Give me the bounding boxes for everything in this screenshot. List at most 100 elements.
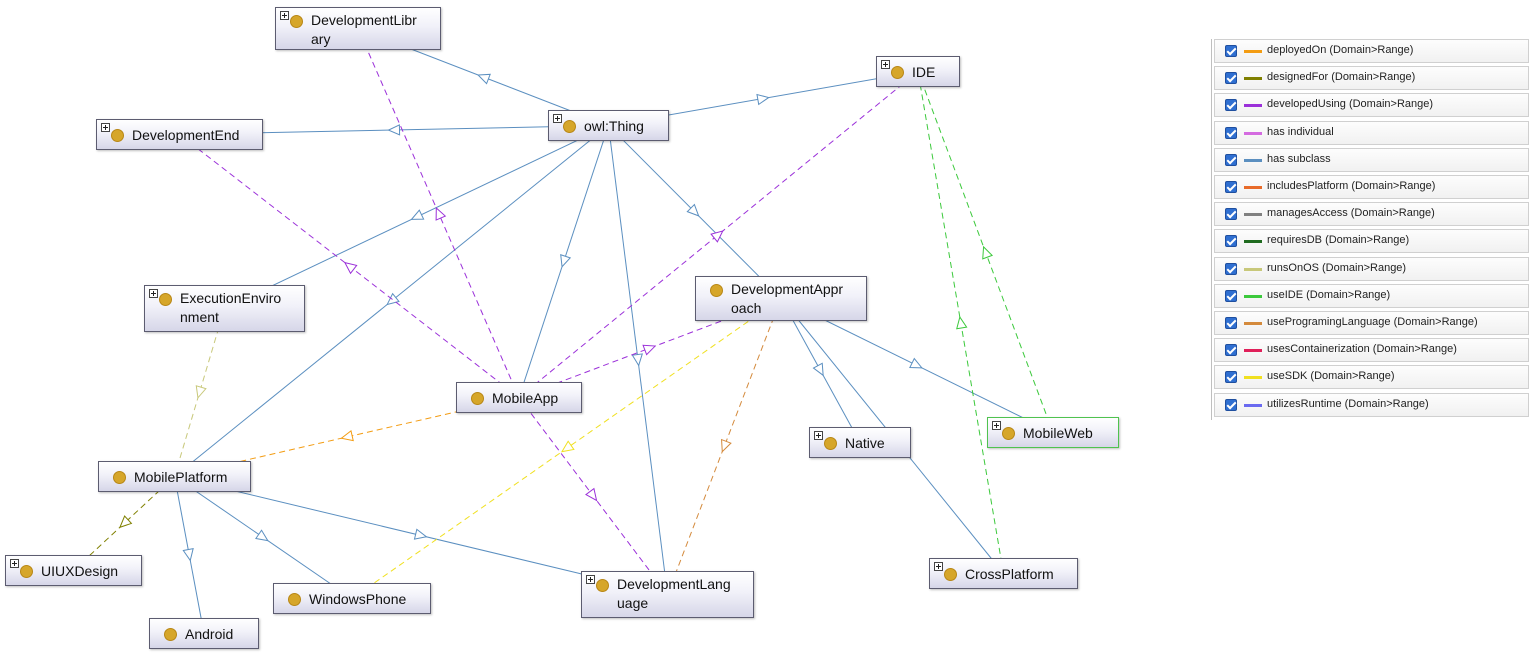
node-development-language[interactable]: DevelopmentLang uage xyxy=(581,571,754,618)
class-circle-icon xyxy=(111,129,124,142)
legend-label: useIDE (Domain>Range) xyxy=(1267,288,1391,301)
node-label: DevelopmentAppr oach xyxy=(731,281,844,316)
legend-row[interactable]: useSDK (Domain>Range) xyxy=(1214,365,1529,390)
node-label: Android xyxy=(185,626,234,642)
checkbox-checked-icon[interactable] xyxy=(1225,317,1237,329)
node-native[interactable]: Native xyxy=(809,427,911,458)
edge-arrowhead xyxy=(410,209,425,220)
edge-arrowhead xyxy=(195,385,207,399)
legend-row[interactable]: deployedOn (Domain>Range) xyxy=(1214,39,1529,63)
node-label: IDE xyxy=(912,64,936,80)
node-ide[interactable]: IDE xyxy=(876,56,960,87)
legend-row[interactable]: requiresDB (Domain>Range) xyxy=(1214,229,1529,254)
legend-label: has subclass xyxy=(1267,152,1331,165)
checkbox-checked-icon[interactable] xyxy=(1225,398,1237,411)
class-circle-icon xyxy=(159,293,172,306)
node-label: CrossPlatform xyxy=(965,566,1054,582)
class-circle-icon xyxy=(290,15,303,28)
edge-arrowhead xyxy=(343,261,358,275)
legend-row[interactable]: has subclass xyxy=(1214,147,1529,172)
checkbox-checked-icon[interactable] xyxy=(1225,45,1237,57)
class-circle-icon xyxy=(891,66,904,79)
legend-row[interactable]: managesAccess (Domain>Range) xyxy=(1214,202,1529,227)
edge-arrowhead xyxy=(642,344,657,356)
expand-icon[interactable] xyxy=(101,123,110,132)
checkbox-checked-icon[interactable] xyxy=(1225,126,1237,139)
legend-row[interactable]: includesPlatform (Domain>Range) xyxy=(1214,175,1529,199)
class-circle-icon xyxy=(944,568,957,581)
expand-icon[interactable] xyxy=(814,431,823,440)
node-windows-phone[interactable]: WindowsPhone xyxy=(273,583,431,614)
line-swatch xyxy=(1244,213,1262,217)
legend-label: usesContainerization (Domain>Range) xyxy=(1267,343,1457,356)
edge-arrowhead xyxy=(956,315,968,330)
node-label: MobileWeb xyxy=(1023,425,1093,441)
checkbox-checked-icon[interactable] xyxy=(1225,208,1237,221)
checkbox-checked-icon[interactable] xyxy=(1225,99,1237,112)
expand-icon[interactable] xyxy=(586,575,595,584)
expand-icon[interactable] xyxy=(934,562,943,571)
line-swatch xyxy=(1244,403,1262,407)
checkbox-checked-icon[interactable] xyxy=(1225,289,1237,302)
expand-icon[interactable] xyxy=(881,60,890,69)
checkbox-checked-icon[interactable] xyxy=(1225,262,1237,275)
legend-row[interactable]: usesContainerization (Domain>Range) xyxy=(1214,338,1529,363)
node-label: WindowsPhone xyxy=(309,591,407,607)
legend-row[interactable]: useIDE (Domain>Range) xyxy=(1214,283,1529,308)
node-uiux-design[interactable]: UIUXDesign xyxy=(5,555,142,586)
legend-label: deployedOn (Domain>Range) xyxy=(1267,44,1414,56)
checkbox-checked-icon[interactable] xyxy=(1225,371,1237,384)
node-development-library[interactable]: DevelopmentLibr ary xyxy=(275,7,441,50)
checkbox-checked-icon[interactable] xyxy=(1225,344,1237,357)
node-cross-platform[interactable]: CrossPlatform xyxy=(929,558,1078,589)
line-swatch xyxy=(1244,104,1262,108)
edge-arrowhead xyxy=(476,73,491,85)
checkbox-checked-icon[interactable] xyxy=(1225,235,1237,248)
checkbox-checked-icon[interactable] xyxy=(1225,181,1237,193)
legend-row[interactable]: utilizesRuntime (Domain>Range) xyxy=(1214,392,1529,417)
class-circle-icon xyxy=(596,579,609,592)
edge-arrowhead xyxy=(561,440,575,453)
legend-row[interactable]: developedUsing (Domain>Range) xyxy=(1214,93,1529,118)
node-mobile-platform[interactable]: MobilePlatform xyxy=(98,461,251,492)
edge-line xyxy=(518,71,919,398)
node-development-approach[interactable]: DevelopmentAppr oach xyxy=(695,276,867,321)
node-android[interactable]: Android xyxy=(149,618,259,649)
line-swatch xyxy=(1244,349,1262,353)
edge-arrowhead xyxy=(982,245,994,260)
node-execution-environment[interactable]: ExecutionEnviro nment xyxy=(144,285,305,332)
expand-icon[interactable] xyxy=(10,559,19,568)
legend-row[interactable]: useProgramingLanguage (Domain>Range) xyxy=(1214,311,1529,335)
class-circle-icon xyxy=(824,437,837,450)
checkbox-checked-icon[interactable] xyxy=(1225,72,1237,85)
class-circle-icon xyxy=(1002,427,1015,440)
edge-line xyxy=(73,476,175,571)
edge-arrowhead xyxy=(585,487,598,502)
legend-label: developedUsing (Domain>Range) xyxy=(1267,98,1434,111)
checkbox-checked-icon[interactable] xyxy=(1225,153,1237,166)
node-mobile-app[interactable]: MobileApp xyxy=(456,382,582,413)
legend-label: utilizesRuntime (Domain>Range) xyxy=(1267,397,1429,410)
expand-icon[interactable] xyxy=(280,11,289,20)
node-development-end[interactable]: DevelopmentEnd xyxy=(96,119,263,150)
node-owl-thing[interactable]: owl:Thing xyxy=(548,110,669,141)
edge-line xyxy=(667,298,782,595)
edge-arrowhead xyxy=(710,230,724,243)
node-mobile-web[interactable]: MobileWeb xyxy=(987,417,1119,448)
edge-arrowhead xyxy=(631,353,643,367)
edge-arrowhead xyxy=(686,203,700,217)
edge-arrowhead xyxy=(255,529,269,542)
node-label: DevelopmentEnd xyxy=(132,127,240,143)
legend-row[interactable]: has individual xyxy=(1214,120,1529,145)
legend-label: useSDK (Domain>Range) xyxy=(1267,370,1395,383)
edge-type-legend: deployedOn (Domain>Range) designedFor (D… xyxy=(1211,39,1529,420)
expand-icon[interactable] xyxy=(149,289,158,298)
edge-arrowhead xyxy=(387,124,401,136)
expand-icon[interactable] xyxy=(553,114,562,123)
node-label: owl:Thing xyxy=(584,118,644,134)
legend-row[interactable]: runsOnOS (Domain>Range) xyxy=(1214,256,1529,281)
class-circle-icon xyxy=(471,392,484,405)
legend-label: runsOnOS (Domain>Range) xyxy=(1267,261,1407,274)
legend-row[interactable]: designedFor (Domain>Range) xyxy=(1214,66,1529,91)
expand-icon[interactable] xyxy=(992,421,1001,430)
